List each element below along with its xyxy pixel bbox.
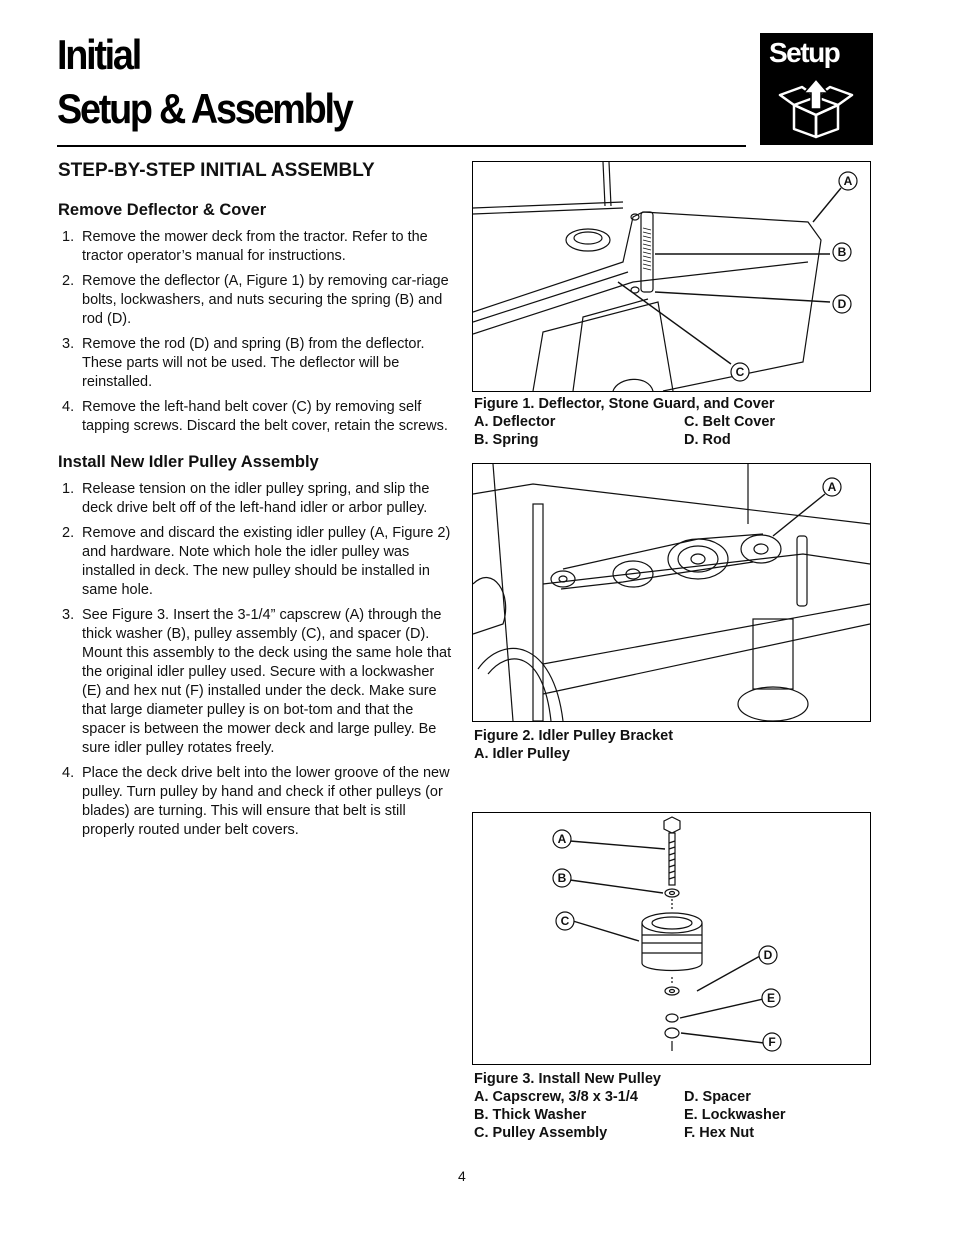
callout-label: E <box>767 991 775 1005</box>
list-item: 1.Remove the mower deck from the tractor… <box>62 229 428 264</box>
page-title: Initial Setup & Assembly <box>57 28 354 136</box>
remove-deflector-heading: Remove Deflector & Cover <box>58 201 267 219</box>
figure-1-title: Figure 1. Deflector, Stone Guard, and Co… <box>474 396 775 412</box>
list-item: 3.Remove the rod (D) and spring (B) from… <box>62 336 425 390</box>
idler-pulley-bracket-drawing: A <box>473 464 870 721</box>
figure-3-illustration: A B C D E F <box>472 812 871 1065</box>
remove-deflector-steps: 1.Remove the mower deck from the tractor… <box>58 228 453 436</box>
callout-label: C <box>561 914 570 928</box>
callout-label: A <box>828 480 837 494</box>
setup-badge: Setup <box>760 33 873 145</box>
callout-label: A <box>558 832 567 846</box>
install-idler-heading: Install New Idler Pulley Assembly <box>58 453 319 471</box>
page-number: 4 <box>458 1168 466 1184</box>
list-item: 2.Remove the deflector (A, Figure 1) by … <box>62 273 449 327</box>
figure-2-caption: Figure 2. Idler Pulley Bracket A. Idler … <box>474 727 869 763</box>
figure-1-illustration: A B D C <box>472 161 871 392</box>
open-box-icon <box>778 77 854 139</box>
list-item: 3.See Figure 3. Insert the 3-1/4” capscr… <box>62 607 452 756</box>
page-title-line-1: Initial <box>57 31 142 78</box>
figure-3-title: Figure 3. Install New Pulley <box>474 1071 661 1087</box>
callout-label: D <box>764 948 773 962</box>
header-rule <box>57 145 746 147</box>
callout-label: F <box>768 1035 775 1049</box>
figure-1-caption: Figure 1. Deflector, Stone Guard, and Co… <box>474 395 869 449</box>
setup-badge-label: Setup <box>769 37 841 68</box>
legend-row: A. Idler Pulley <box>474 746 570 762</box>
section-title: STEP-BY-STEP INITIAL ASSEMBLY <box>58 160 375 181</box>
callout-label: C <box>736 365 745 379</box>
list-item: 2.Remove and discard the existing idler … <box>62 525 451 598</box>
callout-label: A <box>844 174 853 188</box>
deflector-drawing: A B D C <box>473 162 858 391</box>
callout-label: B <box>838 245 847 259</box>
pulley-exploded-drawing: A B C D E F <box>552 816 782 1052</box>
callout-label: D <box>838 297 847 311</box>
figure-2-title: Figure 2. Idler Pulley Bracket <box>474 728 674 744</box>
instructions-column: STEP-BY-STEP INITIAL ASSEMBLY Remove Def… <box>58 158 453 846</box>
install-idler-steps: 1.Release tension on the idler pulley sp… <box>58 480 453 840</box>
list-item: 4.Place the deck drive belt into the low… <box>62 765 450 838</box>
callout-label: B <box>558 871 567 885</box>
list-item: 1.Release tension on the idler pulley sp… <box>62 481 430 516</box>
figure-3-caption: Figure 3. Install New Pulley A. Capscrew… <box>474 1070 869 1142</box>
list-item: 4.Remove the left-hand belt cover (C) by… <box>62 399 448 434</box>
figure-2-illustration: A <box>472 463 871 722</box>
page-title-line-2: Setup & Assembly <box>57 85 354 132</box>
